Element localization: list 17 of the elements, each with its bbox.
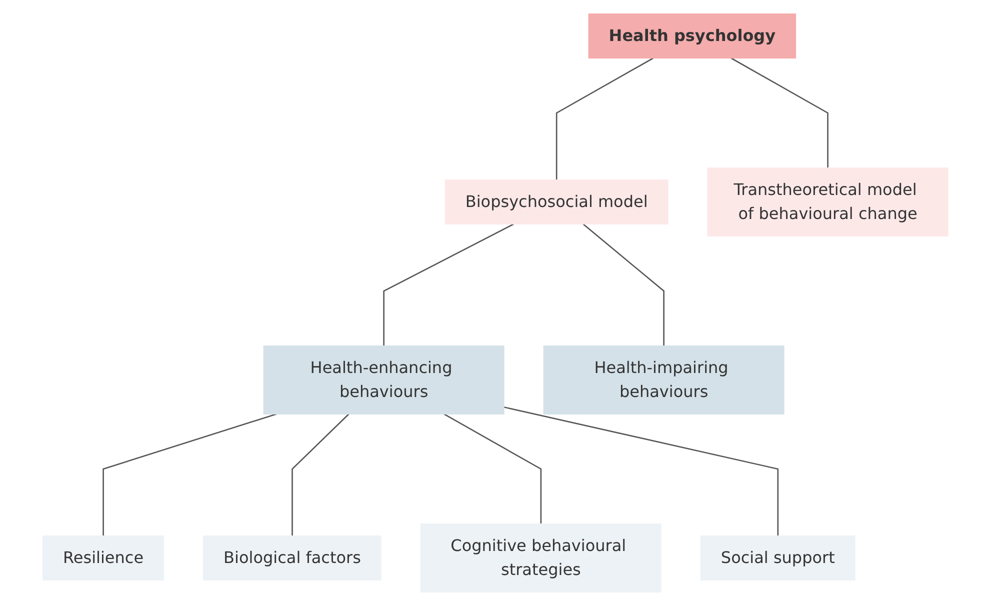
connector	[730, 56, 828, 168]
connector	[582, 223, 664, 346]
connector	[382, 222, 514, 346]
node-box: Health-enhancing behaviours	[262, 345, 504, 414]
connector	[556, 56, 654, 180]
connector	[291, 413, 349, 536]
node-box: Biopsychosocial model	[444, 179, 668, 224]
connector	[503, 406, 778, 536]
connector	[102, 412, 276, 536]
node-box: Health psychology	[588, 13, 796, 58]
connector	[443, 412, 542, 524]
node-box: Resilience	[42, 534, 164, 580]
node-box: Biological factors	[202, 534, 382, 580]
node-box: Health-impairing behaviours	[542, 345, 784, 414]
node-box: Cognitive behavioural strategies	[420, 522, 662, 592]
node-box: Transtheoretical model of behavioural change	[706, 167, 948, 236]
node-box: Social support	[700, 534, 855, 580]
